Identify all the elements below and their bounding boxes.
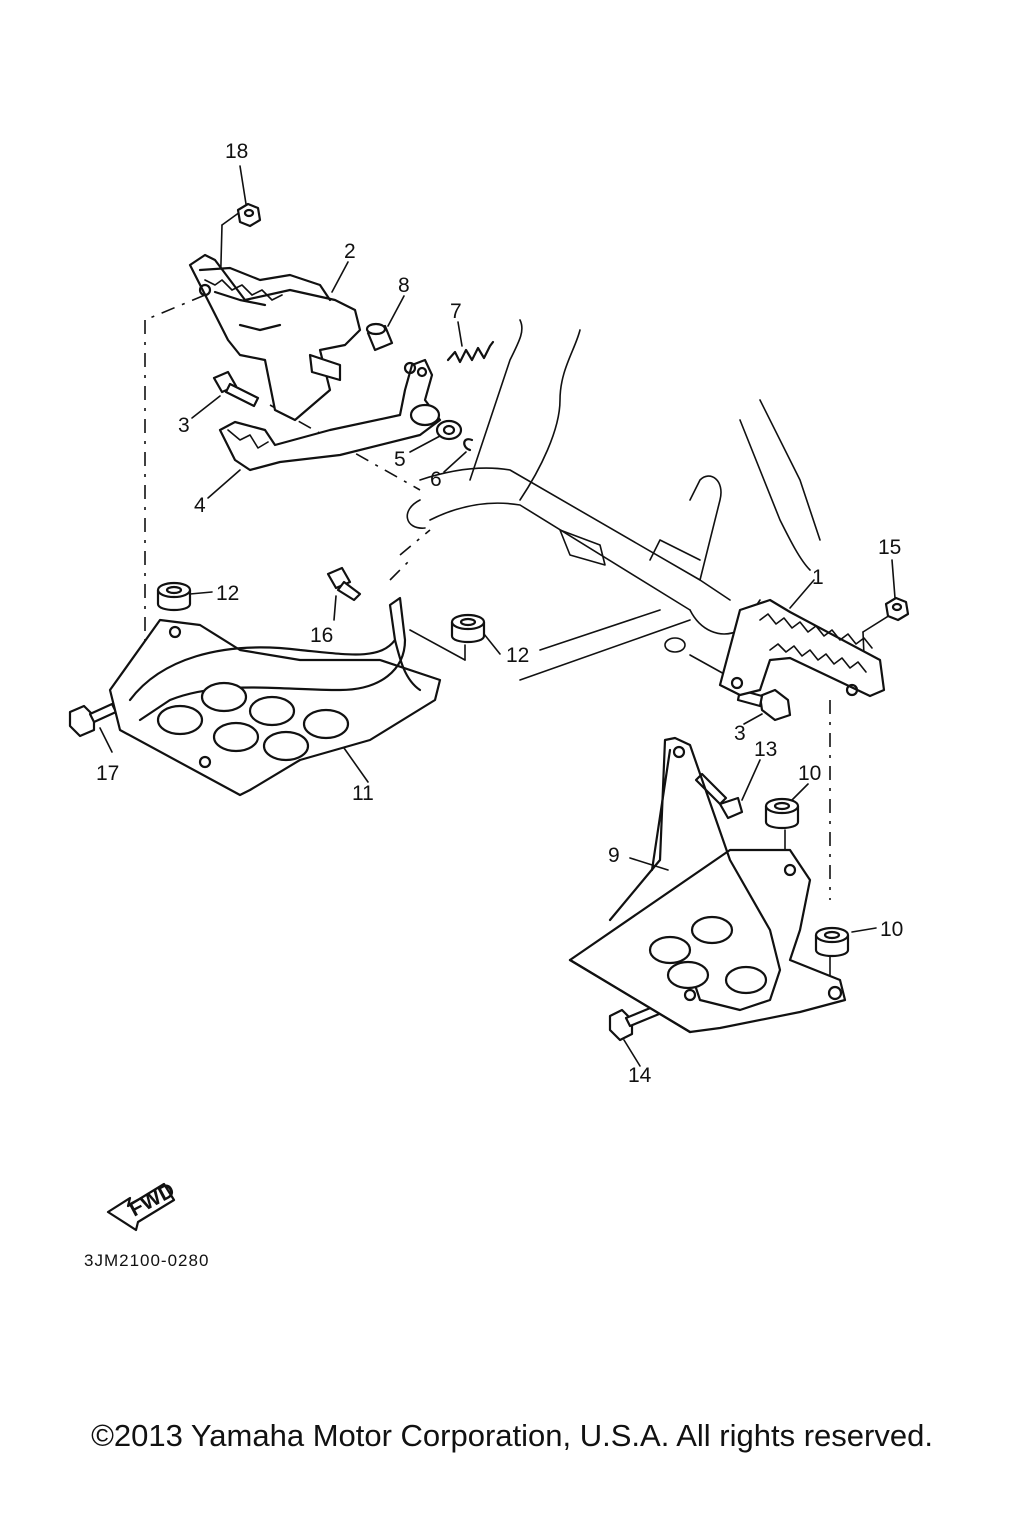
callout-6: 6: [430, 468, 442, 491]
nut-18: [236, 202, 262, 228]
callout-7: 7: [450, 300, 462, 323]
leader-lines: [99, 165, 896, 1067]
callout-labels: 18 2 8 7 3 4 5 6 12 16 12 17 11 15 1 3 1…: [96, 140, 903, 1087]
left-footboard: [108, 596, 442, 797]
grommet-10-upper: [764, 797, 800, 830]
brake-pedal: [218, 358, 442, 472]
pivot-collar: [365, 322, 394, 352]
callout-1: 1: [812, 566, 824, 589]
return-spring: [446, 340, 495, 364]
callout-9: 9: [608, 844, 620, 867]
fwd-arrow-icon: FWD: [106, 1179, 179, 1232]
grommet-10-lower: [814, 926, 850, 958]
bolt-17: [68, 702, 118, 738]
washer: [435, 419, 463, 441]
diagram-code: 3JM2100-0280: [84, 1251, 210, 1270]
right-footrest: [718, 598, 886, 698]
callout-5: 5: [394, 448, 406, 471]
frame-outline: [406, 319, 821, 681]
grommet-12-upper: [156, 581, 192, 612]
bolt-16: [326, 566, 362, 602]
grommet-12-lower: [450, 613, 486, 644]
callout-8: 8: [398, 274, 410, 297]
bolt-14: [608, 1002, 666, 1042]
copyright-notice: ©2013 Yamaha Motor Corporation, U.S.A. A…: [91, 1418, 933, 1453]
callout-13: 13: [754, 738, 777, 761]
callout-15: 15: [878, 536, 901, 559]
callout-3-right: 3: [734, 722, 746, 745]
callout-11: 11: [352, 782, 374, 805]
callout-16: 16: [310, 624, 333, 647]
callout-12-lower: 12: [506, 644, 529, 667]
bolt-left-bracket: [212, 370, 260, 408]
right-footboard: [568, 736, 847, 1034]
callout-12-upper: 12: [216, 582, 239, 605]
callout-14: 14: [628, 1064, 652, 1087]
nut-15: [884, 596, 910, 622]
circlip: [463, 438, 474, 452]
callout-4: 4: [194, 494, 206, 517]
callout-10-lower: 10: [880, 918, 903, 941]
callout-2: 2: [344, 240, 356, 263]
callout-3-left: 3: [178, 414, 190, 437]
callout-10-upper: 10: [798, 762, 821, 785]
left-footrest-bracket: [188, 253, 362, 422]
callout-17: 17: [96, 762, 119, 785]
callout-18: 18: [225, 140, 248, 163]
fwd-label: FWD: [126, 1179, 179, 1222]
